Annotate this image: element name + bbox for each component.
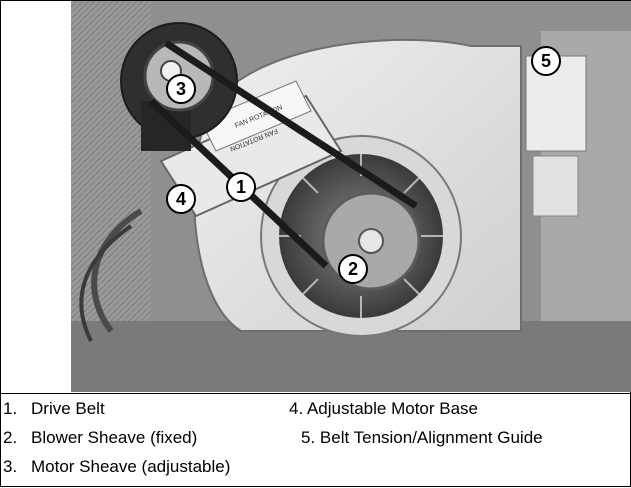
caption-number: 2. — [3, 428, 18, 447]
caption-text: 5. Belt Tension/Alignment Guide — [301, 428, 543, 447]
caption-number: 3. — [3, 457, 18, 476]
fan-rotation-plate — [200, 80, 312, 152]
drive-belt-upper — [164, 40, 418, 209]
caption-number: 1. — [3, 399, 18, 418]
callout-4: 4 — [166, 184, 196, 214]
callout-3: 3 — [166, 74, 196, 104]
blower-sheave-hub — [358, 228, 384, 254]
electrical-conduit — [91, 208, 143, 333]
blower-photo: FAN ROTATION FAN ROTATION 3 1 4 2 5 — [71, 1, 631, 392]
electrical-wire — [79, 224, 133, 342]
caption-text: Blower Sheave (fixed) — [31, 428, 198, 447]
blower-blades — [279, 154, 443, 318]
callout-2: 2 — [338, 254, 368, 284]
caption-divider — [1, 393, 631, 394]
caption-text: 4. Adjustable Motor Base — [289, 399, 479, 418]
caption-text: Drive Belt — [31, 399, 105, 418]
callout-5: 5 — [531, 46, 561, 76]
caption-list: 1. Drive Belt 2. Blower Sheave (fixed) 3… — [1, 394, 631, 488]
caption-text: Motor Sheave (adjustable) — [31, 457, 231, 476]
belt-guide-label — [532, 155, 579, 217]
callout-1: 1 — [226, 172, 256, 202]
